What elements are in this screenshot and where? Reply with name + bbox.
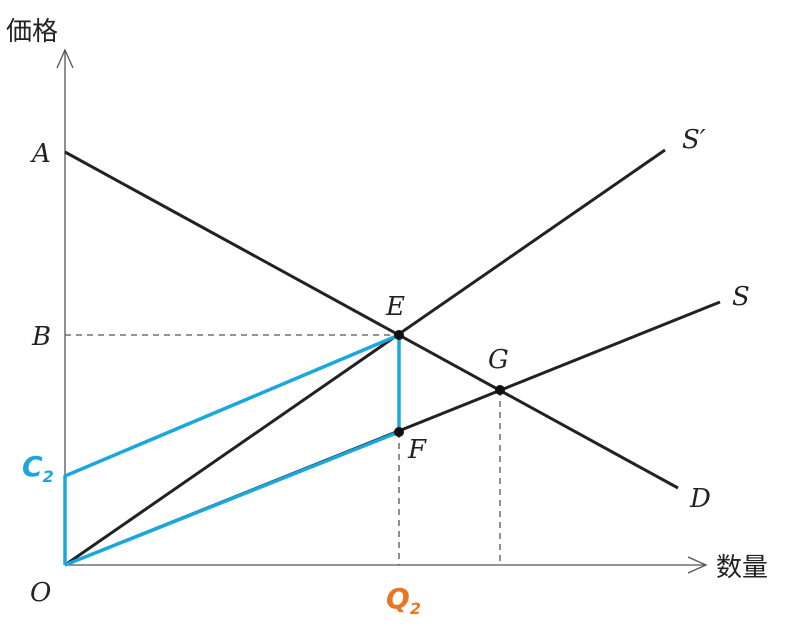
c2-label-main: C [22,450,43,483]
point-F-label: F [407,435,427,465]
q2-label: Q2 [386,582,421,618]
x-axis-label: 数量 [716,553,768,583]
y-axis-label: 価格 [6,17,58,47]
point-A-label: A [30,139,51,169]
c2-label-subscript: 2 [43,467,54,486]
point-B-label: B [31,322,51,352]
curve-S-prime-label: S′ [682,125,706,155]
y-axis-arrowhead [56,48,74,69]
x-axis-arrowhead [687,556,708,574]
supply-curve-S-prime [64,148,666,567]
c2-label: C2 [22,450,54,486]
q2-label-main: Q [386,582,410,615]
point-G-dot [495,385,505,395]
origin-label: O [30,578,51,608]
point-E-dot [394,330,404,340]
demand-curve-D [64,150,679,490]
point-G-label: G [488,345,509,375]
q2-label-subscript: 2 [410,599,421,618]
curve-S-label: S [732,282,750,312]
curve-D-label: D [689,484,711,514]
point-F-dot [394,427,404,437]
point-E-label: E [385,292,405,322]
